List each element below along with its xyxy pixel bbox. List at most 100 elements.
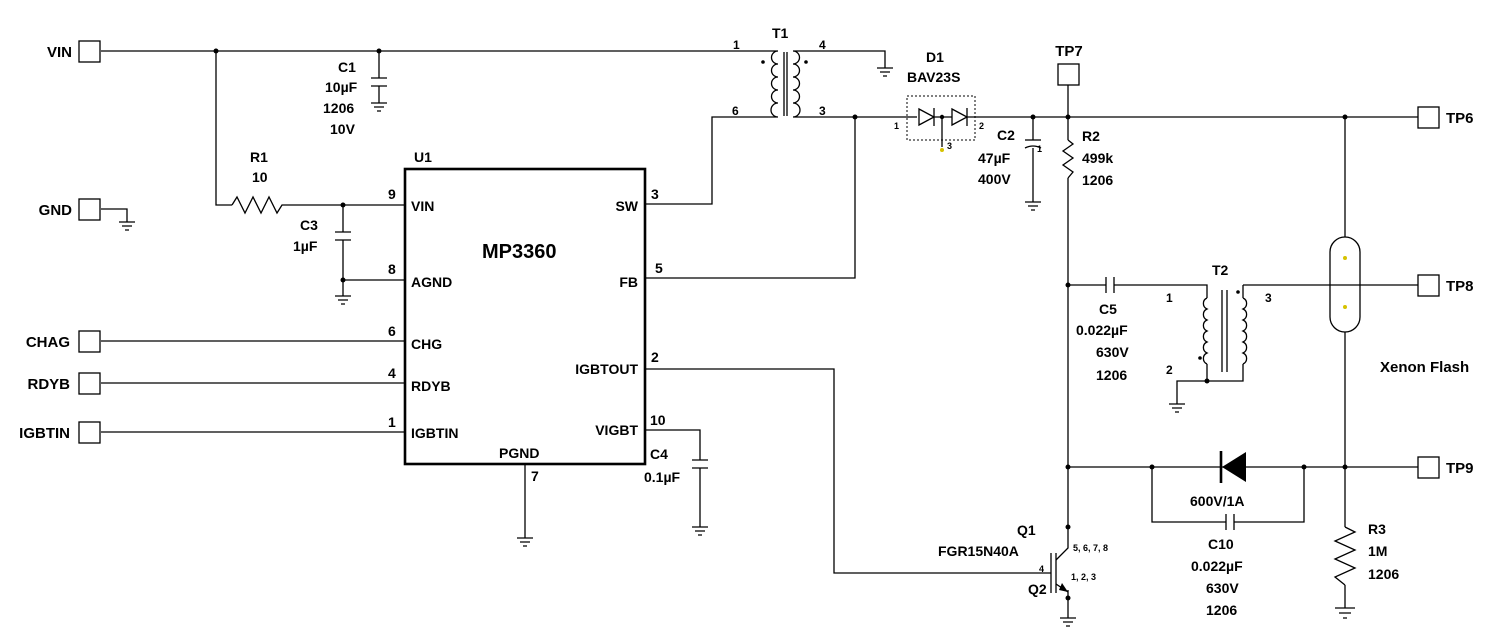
ic-u1: U1 MP3360 VIN 9 AGND 8 CHG 6 RDYB 4 IGBT…: [388, 149, 666, 484]
capacitor-c2: 1 C2 47µF 400V: [978, 127, 1042, 187]
t2-pin3: 3: [1265, 291, 1272, 305]
r1-value: 10: [252, 169, 268, 185]
r2-value: 499k: [1082, 150, 1113, 166]
c4-ref: C4: [650, 446, 668, 462]
terminal-vin: VIN: [47, 40, 101, 63]
capacitor-c4: C4 0.1µF: [644, 446, 708, 485]
c5-package: 1206: [1096, 367, 1127, 383]
label-igbtin: IGBTIN: [19, 425, 70, 442]
u1-pin-fb-name: FB: [619, 274, 638, 290]
u1-pin-igbtin-name: IGBTIN: [411, 425, 458, 441]
transformer-t1: T1 1 4 6 3: [732, 25, 826, 118]
u1-pin-rdyb-name: RDYB: [411, 378, 451, 394]
label-chag: CHAG: [26, 334, 70, 351]
c10-package: 1206: [1206, 602, 1237, 618]
label-tp9: TP9: [1446, 460, 1474, 477]
c5-rating: 630V: [1096, 344, 1129, 360]
c1-package: 1206: [323, 100, 354, 116]
c10-rating: 630V: [1206, 580, 1239, 596]
r2-ref: R2: [1082, 128, 1100, 144]
u1-pin-rdyb-num: 4: [388, 365, 396, 381]
label-vin: VIN: [47, 44, 72, 61]
q1-pin-source: 1, 2, 3: [1071, 572, 1096, 582]
t2-pin2: 2: [1166, 363, 1173, 377]
c5-ref: C5: [1099, 301, 1117, 317]
terminal-rdyb: RDYB: [27, 372, 101, 395]
q1-pin-drain: 5, 6, 7, 8: [1073, 543, 1108, 553]
t2-pin1: 1: [1166, 291, 1173, 305]
resistor-r3: R3 1M 1206: [1333, 521, 1399, 586]
terminal-igbtin: IGBTIN: [19, 421, 101, 444]
u1-pin-chg-name: CHG: [411, 336, 442, 352]
q2-ref: Q2: [1028, 581, 1047, 597]
u1-pin-fb-num: 5: [655, 260, 663, 276]
ground-icon: [1025, 201, 1041, 211]
ground-icon: [692, 526, 708, 536]
c2-ref: C2: [997, 127, 1015, 143]
xenon-flash-tube: Xenon Flash: [1329, 236, 1469, 376]
u1-pin-vin-num: 9: [388, 186, 396, 202]
label-rdyb: RDYB: [27, 376, 70, 393]
label-tp7: TP7: [1055, 43, 1083, 60]
terminal-gnd: GND: [39, 198, 101, 221]
terminal-tp9: TP9: [1417, 456, 1474, 479]
ground-icon: [119, 221, 135, 231]
ground-icon: [1169, 403, 1185, 413]
resistor-r2: R2 499k 1206: [1061, 128, 1113, 188]
diode-d1: D1 BAV23S 1 2 3: [894, 49, 984, 152]
t1-pin3: 3: [819, 104, 826, 118]
label-tp8: TP8: [1446, 278, 1474, 295]
ground-icon: [1335, 607, 1355, 619]
diode-label: 600V/1A: [1190, 493, 1244, 509]
c2-pin: 1: [1037, 144, 1042, 154]
ground-symbols: [119, 67, 1355, 627]
capacitor-c3: C3 1µF: [293, 217, 351, 254]
u1-pin-vigbt-num: 10: [650, 412, 666, 428]
c5-value: 0.022µF: [1076, 322, 1128, 338]
r1-ref: R1: [250, 149, 268, 165]
u1-pin-igbtout-num: 2: [651, 349, 659, 365]
terminal-tp7: TP7: [1055, 43, 1083, 86]
t1-pin4: 4: [819, 38, 826, 52]
d1-part: BAV23S: [907, 69, 960, 85]
c2-value: 47µF: [978, 150, 1011, 166]
t1-ref: T1: [772, 25, 789, 41]
u1-ref: U1: [414, 149, 432, 165]
d1-pin1: 1: [894, 121, 899, 131]
r2-package: 1206: [1082, 172, 1113, 188]
u1-pin-chg-num: 6: [388, 323, 396, 339]
c3-ref: C3: [300, 217, 318, 233]
c10-value: 0.022µF: [1191, 558, 1243, 574]
capacitor-c1: C1 10µF 1206 10V: [323, 59, 387, 137]
d1-ref: D1: [926, 49, 944, 65]
c1-rating: 10V: [330, 121, 356, 137]
capacitor-c5: C5 0.022µF 630V 1206: [1076, 277, 1129, 383]
ground-icon: [1060, 617, 1076, 627]
u1-pin-igbtout-name: IGBTOUT: [575, 361, 638, 377]
r3-ref: R3: [1368, 521, 1386, 537]
resistor-r1: R1 10: [231, 149, 286, 215]
c2-rating: 400V: [978, 171, 1011, 187]
ground-icon: [371, 102, 387, 112]
q1-ref: Q1: [1017, 522, 1036, 538]
u1-pin-vin-name: VIN: [411, 198, 434, 214]
terminal-chag: CHAG: [26, 330, 101, 353]
r3-package: 1206: [1368, 566, 1399, 582]
u1-pin-sw-name: SW: [615, 198, 638, 214]
u1-pin-agnd-num: 8: [388, 261, 396, 277]
u1-pin-pgnd-num: 7: [531, 468, 539, 484]
flash-label: Xenon Flash: [1380, 359, 1469, 376]
label-gnd: GND: [39, 202, 73, 219]
wires: [101, 50, 1418, 618]
c1-value: 10µF: [325, 79, 358, 95]
transistor-q1: Q1 FGR15N40A Q2 4 5, 6, 7, 8 1, 2, 3: [938, 522, 1108, 597]
junction-dots: [213, 48, 1348, 601]
u1-pin-igbtin-num: 1: [388, 414, 396, 430]
q1-part: FGR15N40A: [938, 543, 1019, 559]
label-tp6: TP6: [1446, 110, 1474, 127]
capacitor-c10: C10 0.022µF 630V 1206: [1191, 514, 1243, 618]
c4-value: 0.1µF: [644, 469, 681, 485]
ground-icon: [517, 537, 533, 547]
t2-ref: T2: [1212, 262, 1229, 278]
